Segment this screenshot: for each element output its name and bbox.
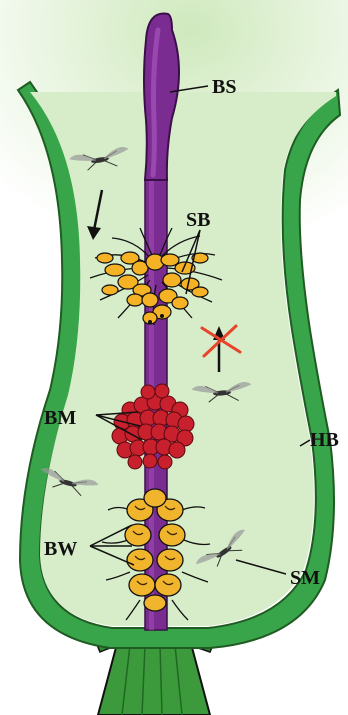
label-sb: SB bbox=[186, 209, 210, 231]
label-sm: SM bbox=[290, 567, 320, 589]
label-bm: BM bbox=[44, 407, 76, 429]
label-bw: BW bbox=[44, 538, 77, 560]
label-hb: HB bbox=[310, 429, 339, 451]
label-bs: BS bbox=[212, 76, 236, 98]
